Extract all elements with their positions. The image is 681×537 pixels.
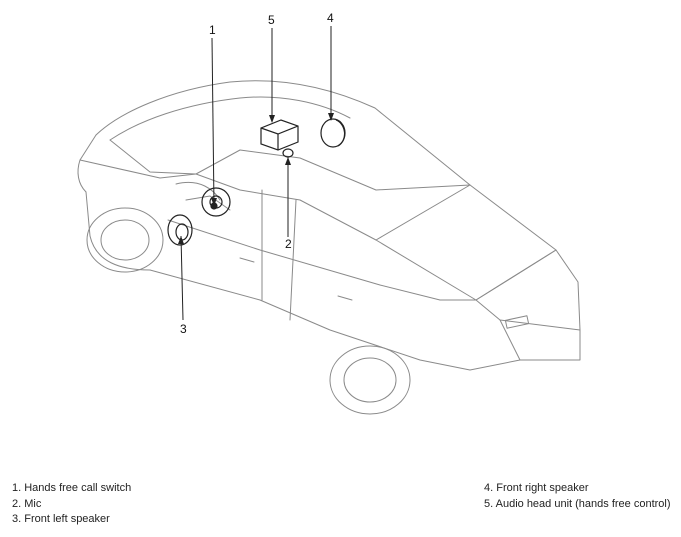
callout-2-label: 2 [285, 237, 292, 251]
legend-item-front-left-speaker: 3. Front left speaker [12, 513, 110, 525]
legend-item-front-right-speaker: 4. Front right speaker [484, 482, 589, 494]
legend-item-audio-head-unit: 5. Audio head unit (hands free control) [484, 497, 671, 510]
hands-free-call-switch-icon [201, 187, 231, 217]
legend-item-hands-free-call-switch: 1. Hands free call switch [12, 482, 132, 494]
mic-icon [282, 148, 294, 158]
legend-left: 1. Hands free call switch 2. Mic 3. Fron… [12, 481, 131, 528]
callout-4-label: 4 [327, 11, 334, 25]
legend-right: 4. Front right speaker 5. Audio head uni… [484, 481, 671, 512]
callout-5-label: 5 [268, 13, 275, 27]
legend-item-mic: 2. Mic [12, 497, 42, 510]
front-right-speaker-icon [320, 118, 346, 148]
leader-lines [180, 26, 332, 321]
wheels [86, 207, 411, 415]
car-component-location-diagram: 1 2 3 4 5 [77, 11, 581, 415]
callout-3-label: 3 [180, 322, 187, 336]
leader-arrowheads [178, 113, 334, 244]
audio-head-unit-icon [260, 119, 299, 151]
car-body-outline [77, 80, 581, 371]
callout-1-label: 1 [209, 23, 216, 37]
